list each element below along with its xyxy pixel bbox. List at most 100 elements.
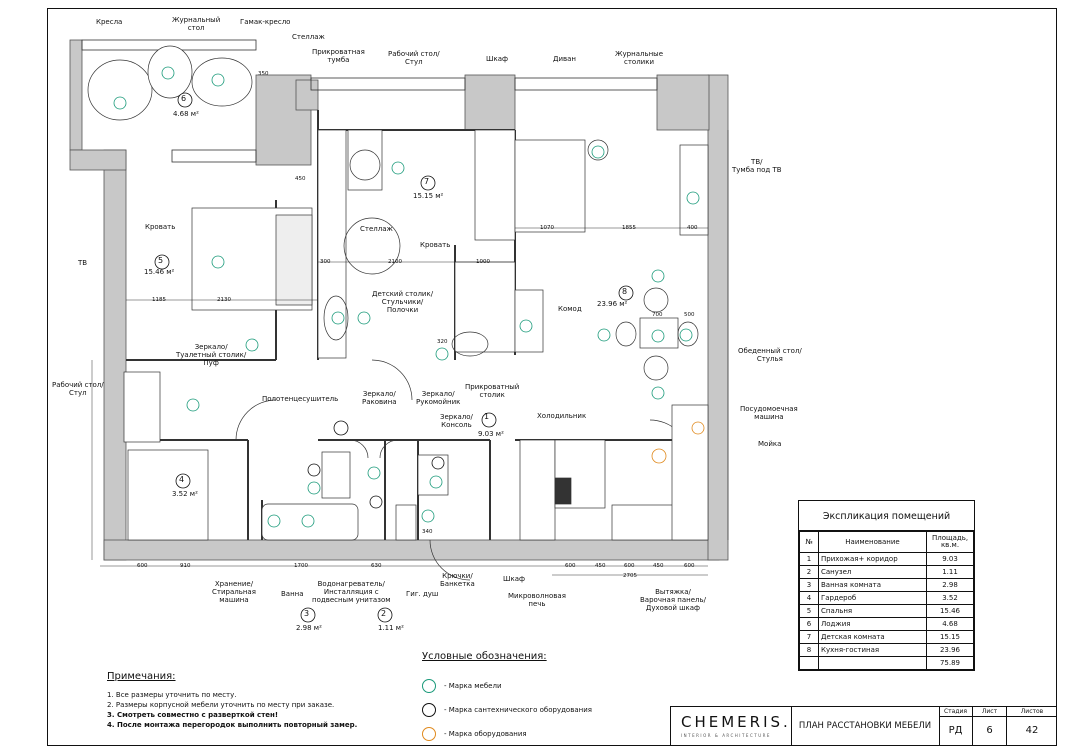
- header-area: Площадь, кв.м.: [926, 531, 974, 553]
- room-5-number: 5: [158, 256, 164, 265]
- dim-1070: 1070: [540, 225, 554, 231]
- dim-450c: 450: [295, 176, 306, 182]
- notes-block: Примечания: 1. Все размеры уточнить по м…: [107, 672, 357, 730]
- label-moika: Мойка: [758, 440, 782, 448]
- dim-630: 630: [371, 563, 382, 569]
- sheet-value: 6: [986, 725, 993, 736]
- window-kids: [310, 77, 466, 91]
- dim-700: 700: [652, 312, 663, 318]
- row-area: 15.46: [926, 604, 974, 618]
- total-area: 75.89: [926, 656, 974, 670]
- orange-circle-icon: [422, 727, 436, 741]
- sheet-title: ПЛАН РАССТАНОВКИ МЕБЕЛИ: [791, 707, 940, 745]
- room-1-area: 9.03 м²: [478, 430, 504, 438]
- total-empty-1: [799, 656, 819, 670]
- furniture-markers: [113, 66, 700, 528]
- wall-south: [103, 539, 720, 561]
- label-tv-tumba: ТВ/ Тумба под ТВ: [732, 158, 782, 174]
- dim-1700: 1700: [294, 563, 308, 569]
- room-8-area: 23.96 м²: [597, 300, 628, 308]
- room-2-area: 1.11 м²: [378, 624, 404, 632]
- room-8-number: 8: [622, 287, 628, 296]
- label-stellazh-mid: Стеллаж: [360, 225, 393, 233]
- row-num: 8: [799, 643, 819, 657]
- row-area: 9.03: [926, 552, 974, 566]
- label-holod: Холодильник: [537, 412, 587, 420]
- row-area: 15.15: [926, 630, 974, 644]
- total-empty-2: [818, 656, 927, 670]
- wall-pier-3: [656, 74, 710, 131]
- dim-2100: 2100: [388, 259, 402, 265]
- room-6-number: 6: [181, 94, 187, 103]
- dim-600d: 600: [684, 563, 695, 569]
- row-area: 2.98: [926, 578, 974, 592]
- label-rab-stol-left: Рабочий стол/ Стул: [52, 381, 104, 397]
- dim-450b: 450: [653, 563, 664, 569]
- note-2: 2. Размеры корпусной мебели уточнить по …: [107, 701, 335, 709]
- sheets-header: Листов: [1007, 707, 1057, 717]
- bed-kids: [454, 261, 516, 353]
- wc: [395, 504, 417, 541]
- row-name: Детская комната: [818, 630, 927, 644]
- dim-1185: 1185: [152, 297, 166, 303]
- row-area: 1.11: [926, 565, 974, 579]
- legend-text-plumbing: - Марка сантехнического оборудования: [444, 706, 592, 714]
- header-name: Наименование: [818, 531, 927, 553]
- label-krovat-mid: Кровать: [420, 241, 451, 249]
- dim-1855: 1855: [622, 225, 636, 231]
- label-prikr-tumba: Прикроватная тумба: [312, 48, 365, 64]
- wall-pier-1: [295, 79, 319, 111]
- note-1: 1. Все размеры уточнить по месту.: [107, 691, 237, 699]
- dim-450: 450: [595, 563, 606, 569]
- dim-1000: 1000: [476, 259, 490, 265]
- label-kryuchki: Крючки/ Банкетка: [440, 572, 475, 588]
- label-rab-stol: Рабочий стол/ Стул: [388, 50, 440, 66]
- dim-320: 320: [437, 339, 448, 345]
- label-stellazh-top: Стеллаж: [292, 33, 325, 41]
- room-4-number: 4: [179, 475, 185, 484]
- label-komod: Комод: [558, 305, 582, 313]
- door-arc-1: [235, 399, 277, 441]
- room-3-area: 2.98 м²: [296, 624, 322, 632]
- round-rug: [343, 217, 401, 275]
- stage-cell: Стадия РД: [939, 707, 973, 745]
- label-zerkalo-tual: Зеркало/ Туалетный столик/ Пуф: [176, 343, 247, 367]
- dim-910: 910: [180, 563, 191, 569]
- logo-text: CHEMERIS.: [681, 713, 791, 731]
- title-block: CHEMERIS. INTERIOR & ARCHITECTURE ПЛАН Р…: [670, 706, 1057, 746]
- row-area: 23.96: [926, 643, 974, 657]
- sheets-value: 42: [1025, 725, 1039, 736]
- dim-2705: 2705: [623, 573, 637, 579]
- room-explication-table: Экспликация помещений № Наименование Пло…: [798, 500, 975, 671]
- row-num: 3: [799, 578, 819, 592]
- sofa: [514, 139, 586, 233]
- teal-circle-icon: [422, 679, 436, 693]
- label-divan: Диван: [553, 55, 577, 63]
- drawing-sheet-border: [47, 8, 1057, 746]
- room-2-number: 2: [381, 609, 387, 618]
- company-logo: CHEMERIS. INTERIOR & ARCHITECTURE: [671, 707, 792, 745]
- label-kresla: Кресла: [96, 18, 123, 26]
- label-det-stolik: Детский столик/ Стульчики/ Полочки: [372, 290, 434, 314]
- label-vytyazhka: Вытяжка/ Варочная панель/ Духовой шкаф: [640, 588, 706, 612]
- row-area: 3.52: [926, 591, 974, 605]
- label-posud: Посудомоечная машина: [740, 405, 798, 421]
- label-gamak: Гамак-кресло: [240, 18, 291, 26]
- dim-2130: 2130: [217, 297, 231, 303]
- room-5-area: 15.46 м²: [144, 268, 175, 276]
- wall-pier-2: [464, 74, 516, 131]
- label-zhurn-stoliki: Журнальные столики: [615, 50, 664, 66]
- room-3-number: 3: [304, 609, 310, 618]
- room-4-area: 3.52 м²: [172, 490, 198, 498]
- tv-unit: [679, 144, 709, 236]
- explication-title: Экспликация помещений: [799, 501, 974, 531]
- notes-title: Примечания:: [107, 671, 176, 682]
- stage-header: Стадия: [939, 707, 972, 717]
- row-name: Кухня-гостиная: [818, 643, 927, 657]
- label-prikr-stoliki: Прикроватный столик: [465, 383, 520, 399]
- desk-left: [123, 371, 161, 443]
- dim-500: 500: [684, 312, 695, 318]
